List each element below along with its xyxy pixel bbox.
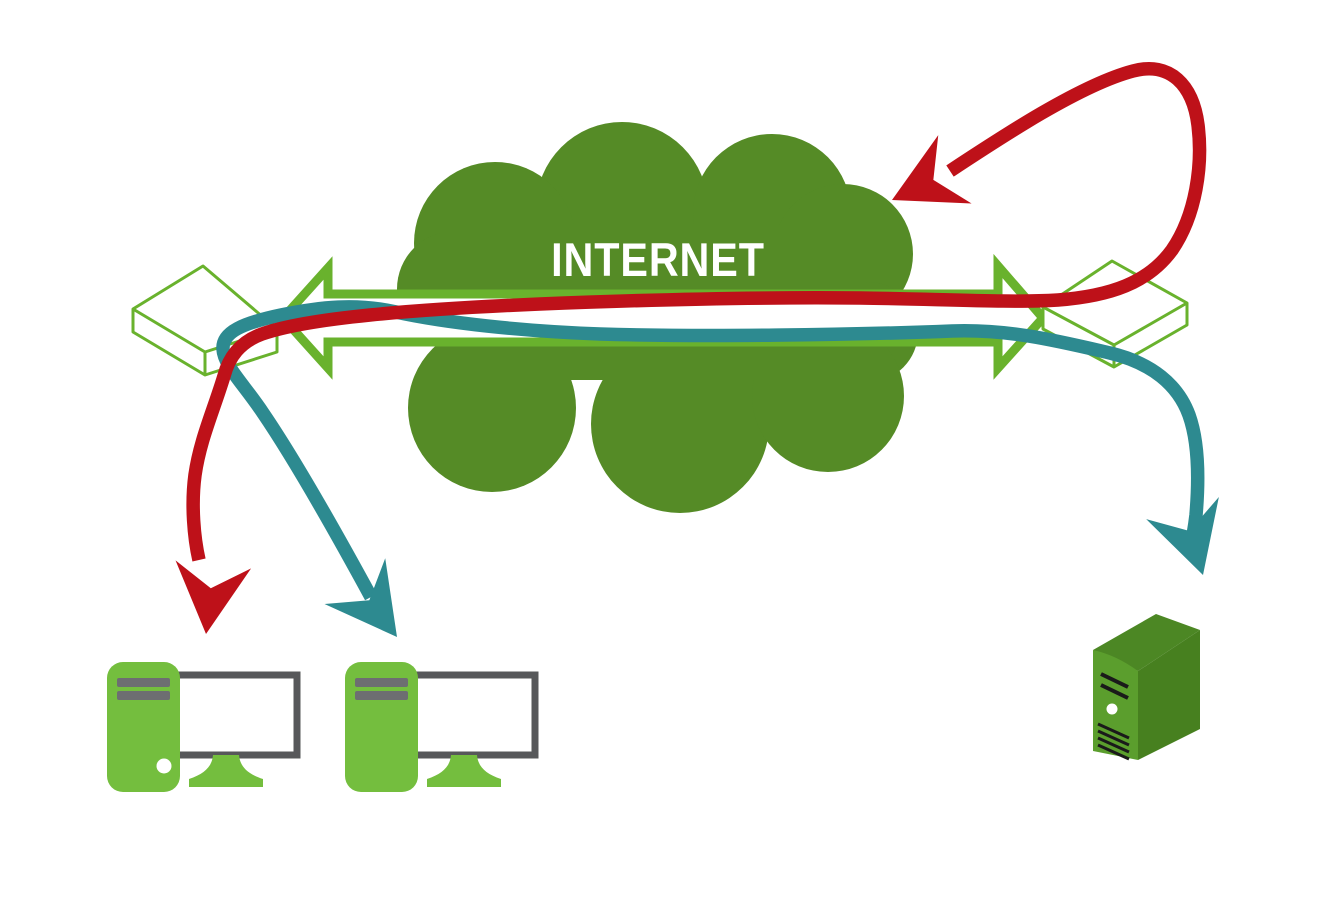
server-vent bbox=[1097, 729, 1130, 747]
server-vent bbox=[1097, 736, 1130, 754]
server-slot bbox=[1100, 672, 1129, 689]
server-power-button bbox=[1106, 703, 1118, 715]
monitor-stand bbox=[427, 755, 501, 787]
teal-arrowhead-server bbox=[1146, 496, 1219, 575]
tower-slot bbox=[117, 678, 170, 687]
power-button bbox=[156, 758, 172, 774]
tower-slot bbox=[117, 691, 170, 700]
tower-slot bbox=[355, 678, 408, 687]
server-side-face bbox=[1138, 630, 1200, 760]
server-vent bbox=[1097, 743, 1130, 761]
server-slot bbox=[1100, 683, 1129, 700]
server-tower-icon bbox=[1093, 614, 1200, 761]
desktop-computer-2-icon bbox=[345, 662, 539, 792]
monitor-stand bbox=[189, 755, 263, 787]
red-arrowhead-cloud bbox=[892, 135, 972, 204]
server-top-face bbox=[1093, 614, 1200, 671]
red-arrowhead-computer1 bbox=[175, 560, 252, 634]
internet-label: INTERNET bbox=[551, 235, 765, 287]
red-flow-line bbox=[186, 62, 1207, 562]
desktop-computer-1-icon bbox=[107, 662, 301, 792]
monitor-icon bbox=[172, 671, 301, 759]
teal-arrowhead-computer2 bbox=[324, 558, 397, 637]
tower-slot bbox=[355, 691, 408, 700]
server-vent bbox=[1097, 722, 1130, 740]
monitor-icon bbox=[410, 671, 539, 759]
